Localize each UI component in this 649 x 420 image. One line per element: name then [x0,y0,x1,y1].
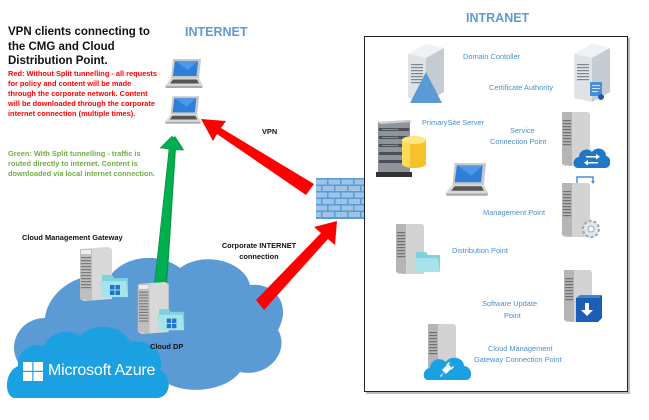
without-split-tunnelling-note: Red: Without Split tunnelling - all requ… [8,69,157,118]
service-connection-point-label-line1: Service [510,126,535,135]
corporate-internet-label-line2: connection [239,252,279,261]
with-split-tunnelling-note: Green: With Split tunnelling - traffic i… [8,149,156,178]
corporate-internet-arrow [256,221,337,310]
corporate-internet-label-line1: Corporate INTERNET [221,241,297,250]
cloud-management-gateway-label: Cloud Management Gateway [22,233,123,242]
software-update-point-label-line2: Point [504,311,521,320]
microsoft-azure-label: Microsoft Azure [48,362,156,379]
cloud-management-gateway-server-icon [80,247,128,301]
primary-site-server-label: PrimarySite Server [422,118,485,127]
firewall-icon [316,178,364,219]
internet-zone-title: INTERNET [185,25,248,39]
microsoft-azure-cloud [6,326,169,398]
management-point-server-icon [562,176,600,238]
cloud-dp-server-icon [137,282,185,334]
software-update-point-label-line1: Software Update [482,299,538,308]
intranet-zone-title: INTRANET [466,11,530,25]
vpn-client-laptop-icon [165,59,203,88]
cmg-connection-point-label-line1: Cloud Management [488,344,553,353]
primary-site-server-icon [376,120,426,177]
vpn-client-laptop-icon [164,96,202,124]
service-connection-point-server-icon [562,112,610,168]
windows-logo-icon [23,362,43,381]
software-update-point-server-icon [564,270,602,322]
cmg-connection-point-server-icon [423,324,472,380]
vpn-arrow [201,119,314,195]
distribution-point-server-icon [396,224,440,274]
intranet-client-laptop-icon [445,163,489,196]
certificate-authority-server-icon [574,44,610,102]
vpn-label: VPN [262,127,278,136]
distribution-point-label: Distribution Point [452,246,508,255]
management-point-label: Management Point [483,208,546,217]
diagram-title: VPN clients connecting to the CMG and Cl… [8,26,150,67]
domain-controller-label: Domain Contoller [463,52,521,61]
service-connection-point-label-line2: Connection Point [490,137,547,146]
cmg-connection-point-label-line2: Gateway Connection Point [474,355,562,364]
certificate-authority-label: Certificate Authority [489,83,554,92]
split-tunnel-arrow [153,135,185,290]
domain-controller-server-icon [408,44,444,103]
cloud-dp-label: Cloud DP [150,342,184,351]
